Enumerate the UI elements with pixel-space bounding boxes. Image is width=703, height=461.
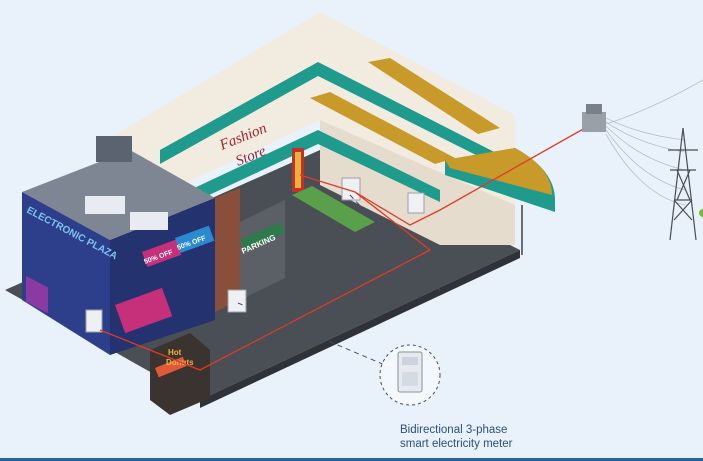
- roof-unit-1: [85, 196, 125, 214]
- meter-caption-line1: Bidirectional 3-phase: [400, 424, 508, 436]
- shopfront-1: [26, 275, 48, 314]
- parking-garage: [215, 188, 240, 312]
- canopy-top: [445, 148, 552, 195]
- sale-sign-left-bg: [142, 239, 182, 268]
- teal-stripe-bottom: [190, 130, 440, 204]
- callout-line-2: [349, 194, 441, 291]
- roof-hvac: [96, 136, 132, 162]
- meter-caption-line2: smart electricity meter: [400, 438, 513, 450]
- meter-caption: Bidirectional 3-phase smart electricity …: [400, 423, 600, 451]
- smart-meter-panel: [402, 372, 418, 386]
- green-indicator: [699, 209, 703, 217]
- distribution-wires: [605, 79, 703, 206]
- meter-box-canopy: [407, 192, 425, 214]
- meter-box-plaza: [85, 309, 103, 333]
- shopfront-2: [114, 287, 173, 334]
- smart-meter-display: [402, 357, 418, 365]
- fashion-store-wall: [115, 12, 515, 205]
- red-banner-inner: [295, 152, 301, 188]
- bottom-accent-bar: [0, 458, 703, 461]
- meter-box-garage: [227, 289, 247, 313]
- donut-shop: [150, 333, 210, 415]
- teal-stripe-top: [160, 62, 510, 172]
- transformer-top: [586, 104, 602, 114]
- meter-box-fashion: [341, 177, 361, 201]
- transformer: [582, 112, 606, 132]
- roof-slat-2: [310, 92, 455, 164]
- planter: [292, 186, 375, 232]
- transmission-tower: [668, 127, 698, 241]
- donut-sign: Hot: [168, 348, 182, 357]
- sale-sign-right-bg: [174, 225, 215, 254]
- plaza-roof: [22, 150, 215, 240]
- power-line-fashion: [299, 174, 356, 193]
- parking-sign-bg: [239, 222, 286, 251]
- roof-unit-2: [130, 212, 168, 230]
- roof-slat-1: [368, 58, 500, 134]
